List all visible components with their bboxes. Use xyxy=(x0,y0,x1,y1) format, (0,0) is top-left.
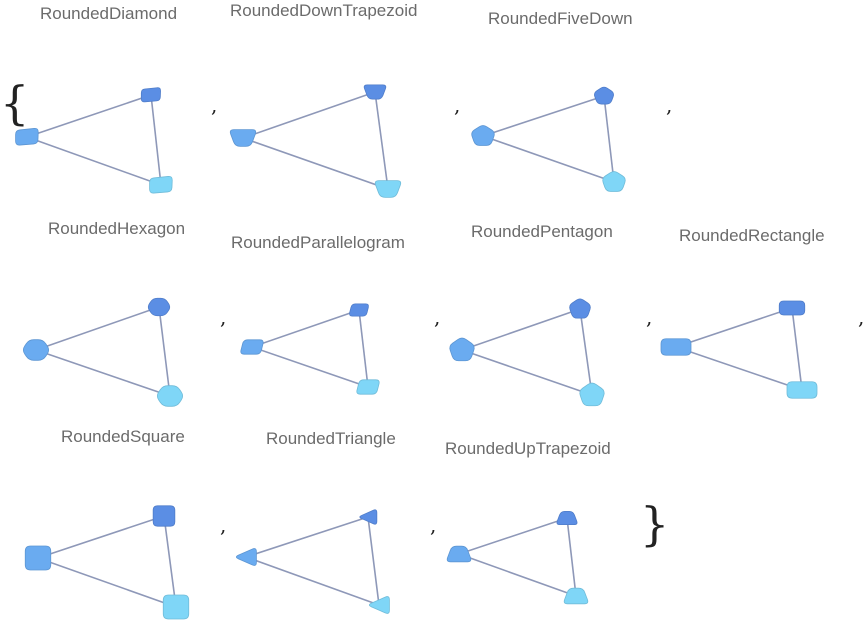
graph-edge xyxy=(242,91,376,139)
graph-edge xyxy=(358,309,369,388)
graph-rounded-down-trapezoid: RoundedDownTrapezoid, xyxy=(229,1,460,198)
list-separator: , xyxy=(220,513,226,537)
list-separator: , xyxy=(454,93,460,117)
graph-node-top xyxy=(349,303,369,317)
graph-node-left xyxy=(240,339,264,355)
graph-label: RoundedParallelogram xyxy=(231,233,405,252)
graph-label: RoundedFiveDown xyxy=(488,9,633,28)
graph-rounded-five-down: RoundedFiveDown, xyxy=(471,9,672,192)
graph-node-top xyxy=(778,300,806,316)
graph-edge xyxy=(251,346,369,388)
graph-edge xyxy=(461,349,593,396)
graph-node-left xyxy=(449,337,475,362)
graph-node-left xyxy=(22,339,50,361)
graph-rounded-up-trapezoid: RoundedUpTrapezoid xyxy=(445,439,611,605)
graph-edge xyxy=(461,308,581,351)
graph-edge xyxy=(482,135,615,183)
graph-node-top xyxy=(594,86,614,105)
graph-edge xyxy=(482,95,605,137)
graph-rounded-rectangle: RoundedRectangle, xyxy=(660,226,864,399)
graph-label: RoundedDownTrapezoid xyxy=(230,1,417,20)
list-separator: , xyxy=(858,305,864,329)
list-separator: , xyxy=(211,93,217,117)
graph-edge xyxy=(675,346,803,391)
graph-rounded-pentagon: RoundedPentagon, xyxy=(449,222,652,407)
graph-node-bottom xyxy=(356,379,380,395)
graph-node-bottom xyxy=(156,385,184,407)
graph-edge xyxy=(37,515,165,559)
graph-edge xyxy=(37,557,177,608)
graph-edge xyxy=(150,94,162,186)
graph-rounded-square: RoundedSquare, xyxy=(24,427,226,620)
graph-label: RoundedDiamond xyxy=(40,4,177,23)
graph-node-top xyxy=(569,298,591,319)
graph-node-bottom xyxy=(602,171,626,192)
graph-node-left xyxy=(235,548,257,566)
graph-edge xyxy=(458,553,577,597)
graph-edge xyxy=(367,516,380,606)
graph-edge xyxy=(791,307,803,391)
graph-edge xyxy=(158,306,171,397)
list-separator: , xyxy=(666,93,672,117)
graph-node-top xyxy=(140,87,161,103)
graph-edge xyxy=(35,349,171,397)
graph-node-top xyxy=(359,509,378,525)
graph-node-bottom xyxy=(563,587,589,605)
graph-node-bottom xyxy=(786,381,818,399)
graph-rounded-diamond: RoundedDiamond, xyxy=(15,4,217,194)
graph-node-top xyxy=(556,510,578,526)
graph-edge xyxy=(245,516,369,558)
graph-node-left xyxy=(15,128,39,146)
graph-label: RoundedPentagon xyxy=(471,222,613,241)
graph-node-left xyxy=(24,545,52,571)
graph-edge xyxy=(579,308,593,396)
graph-node-left xyxy=(471,125,495,146)
graph-node-bottom xyxy=(162,594,190,620)
graph-label: RoundedRectangle xyxy=(679,226,825,245)
list-separator: , xyxy=(430,513,436,537)
graph-rounded-parallelogram: RoundedParallelogram, xyxy=(231,233,440,395)
graph-rounded-hexagon: RoundedHexagon, xyxy=(22,219,226,407)
graph-node-left xyxy=(660,338,692,356)
list-separator: , xyxy=(220,305,226,329)
list-separator: , xyxy=(646,305,652,329)
graph-edge xyxy=(242,137,389,190)
list-separator: , xyxy=(434,305,440,329)
graph-edge xyxy=(26,94,152,138)
list-open-brace: { xyxy=(0,76,29,130)
graph-node-top xyxy=(147,297,171,317)
graph-edge xyxy=(374,91,389,190)
graph-rounded-triangle: RoundedTriangle, xyxy=(235,429,436,614)
graph-edge xyxy=(603,95,615,183)
list-close-brace: } xyxy=(640,497,669,551)
graph-label: RoundedSquare xyxy=(61,427,185,446)
graph-label: RoundedHexagon xyxy=(48,219,185,238)
graph-label: RoundedTriangle xyxy=(266,429,396,448)
graph-edge xyxy=(675,307,793,348)
graph-node-bottom xyxy=(149,176,173,194)
graph-edge xyxy=(163,515,177,608)
graph-edge xyxy=(245,556,380,606)
graph-cells: RoundedDiamond,RoundedDownTrapezoid,Roun… xyxy=(15,1,864,620)
graph-node-bottom xyxy=(368,596,390,614)
graph-edge xyxy=(458,517,568,555)
graph-node-top xyxy=(152,505,176,527)
graph-node-left xyxy=(446,545,472,563)
graph-edge xyxy=(35,306,160,351)
graph-edge xyxy=(251,309,360,348)
graph-node-left xyxy=(229,129,257,147)
graph-node-top xyxy=(363,84,387,100)
graph-node-bottom xyxy=(374,180,402,198)
graph-label: RoundedUpTrapezoid xyxy=(445,439,611,458)
graph-edge xyxy=(566,517,577,597)
graph-edge xyxy=(26,136,162,186)
graph-node-bottom xyxy=(579,382,605,407)
